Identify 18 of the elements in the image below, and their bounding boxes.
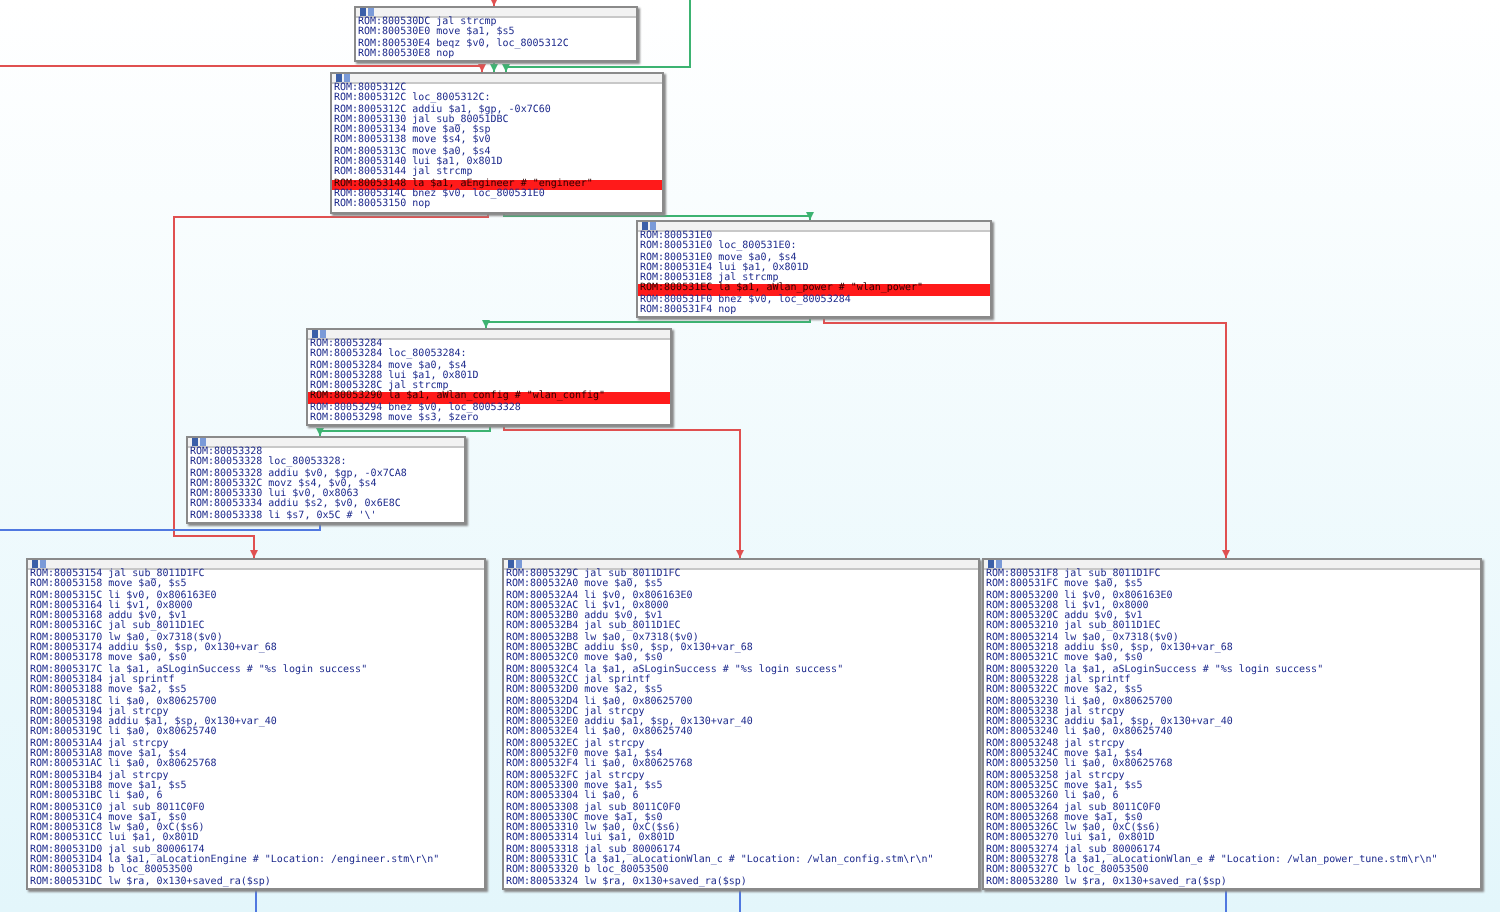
connector-arrow	[0, 64, 486, 73]
code-block	[502, 558, 980, 890]
connector-arrow	[823, 317, 1230, 559]
connector-arrow	[173, 212, 489, 559]
connector-arrow	[490, 61, 498, 73]
code-block	[306, 328, 672, 427]
connector-arrow	[316, 425, 491, 437]
code-block	[330, 72, 664, 214]
connector-arrow	[503, 212, 814, 221]
code-block	[354, 6, 638, 63]
connector-arrow	[490, 0, 498, 7]
code-block	[982, 558, 1482, 890]
code-block	[26, 558, 486, 890]
connector-arrow	[502, 0, 691, 73]
code-block	[186, 436, 466, 525]
connector-arrow	[482, 317, 811, 329]
code-block	[636, 220, 992, 319]
connector-arrow	[503, 425, 744, 559]
